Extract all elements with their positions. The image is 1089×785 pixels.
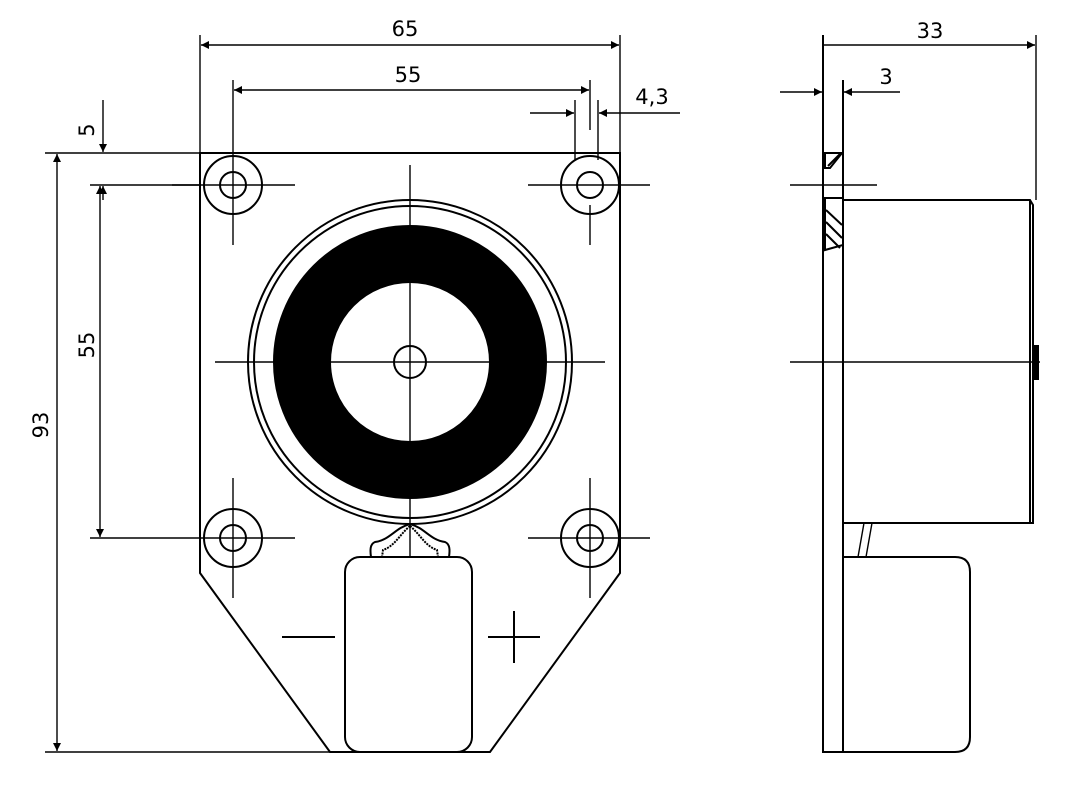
side-connector bbox=[843, 556, 971, 753]
centerlines bbox=[90, 130, 650, 598]
dim-width-total: 65 bbox=[392, 17, 419, 41]
plus-symbol bbox=[488, 611, 540, 663]
side-view bbox=[790, 35, 1040, 753]
side-plate bbox=[822, 35, 844, 753]
side-dimensions bbox=[780, 35, 1037, 200]
dim-edge-offset: 5 bbox=[75, 123, 99, 136]
side-cable bbox=[857, 522, 873, 558]
dim-depth-total: 33 bbox=[917, 19, 944, 43]
side-body bbox=[843, 199, 1034, 524]
dim-height-total: 93 bbox=[29, 412, 53, 439]
connector-block bbox=[344, 556, 473, 753]
cable-leads bbox=[369, 523, 451, 558]
front-view bbox=[90, 130, 650, 753]
dim-plate-thickness: 3 bbox=[879, 65, 892, 89]
dim-hole-spacing-v: 55 bbox=[75, 332, 99, 359]
dim-hole-spacing-h: 55 bbox=[395, 63, 422, 87]
front-dimensions bbox=[45, 35, 680, 753]
dim-hole-diameter: 4,3 bbox=[635, 85, 668, 109]
section-hatching bbox=[824, 152, 845, 252]
